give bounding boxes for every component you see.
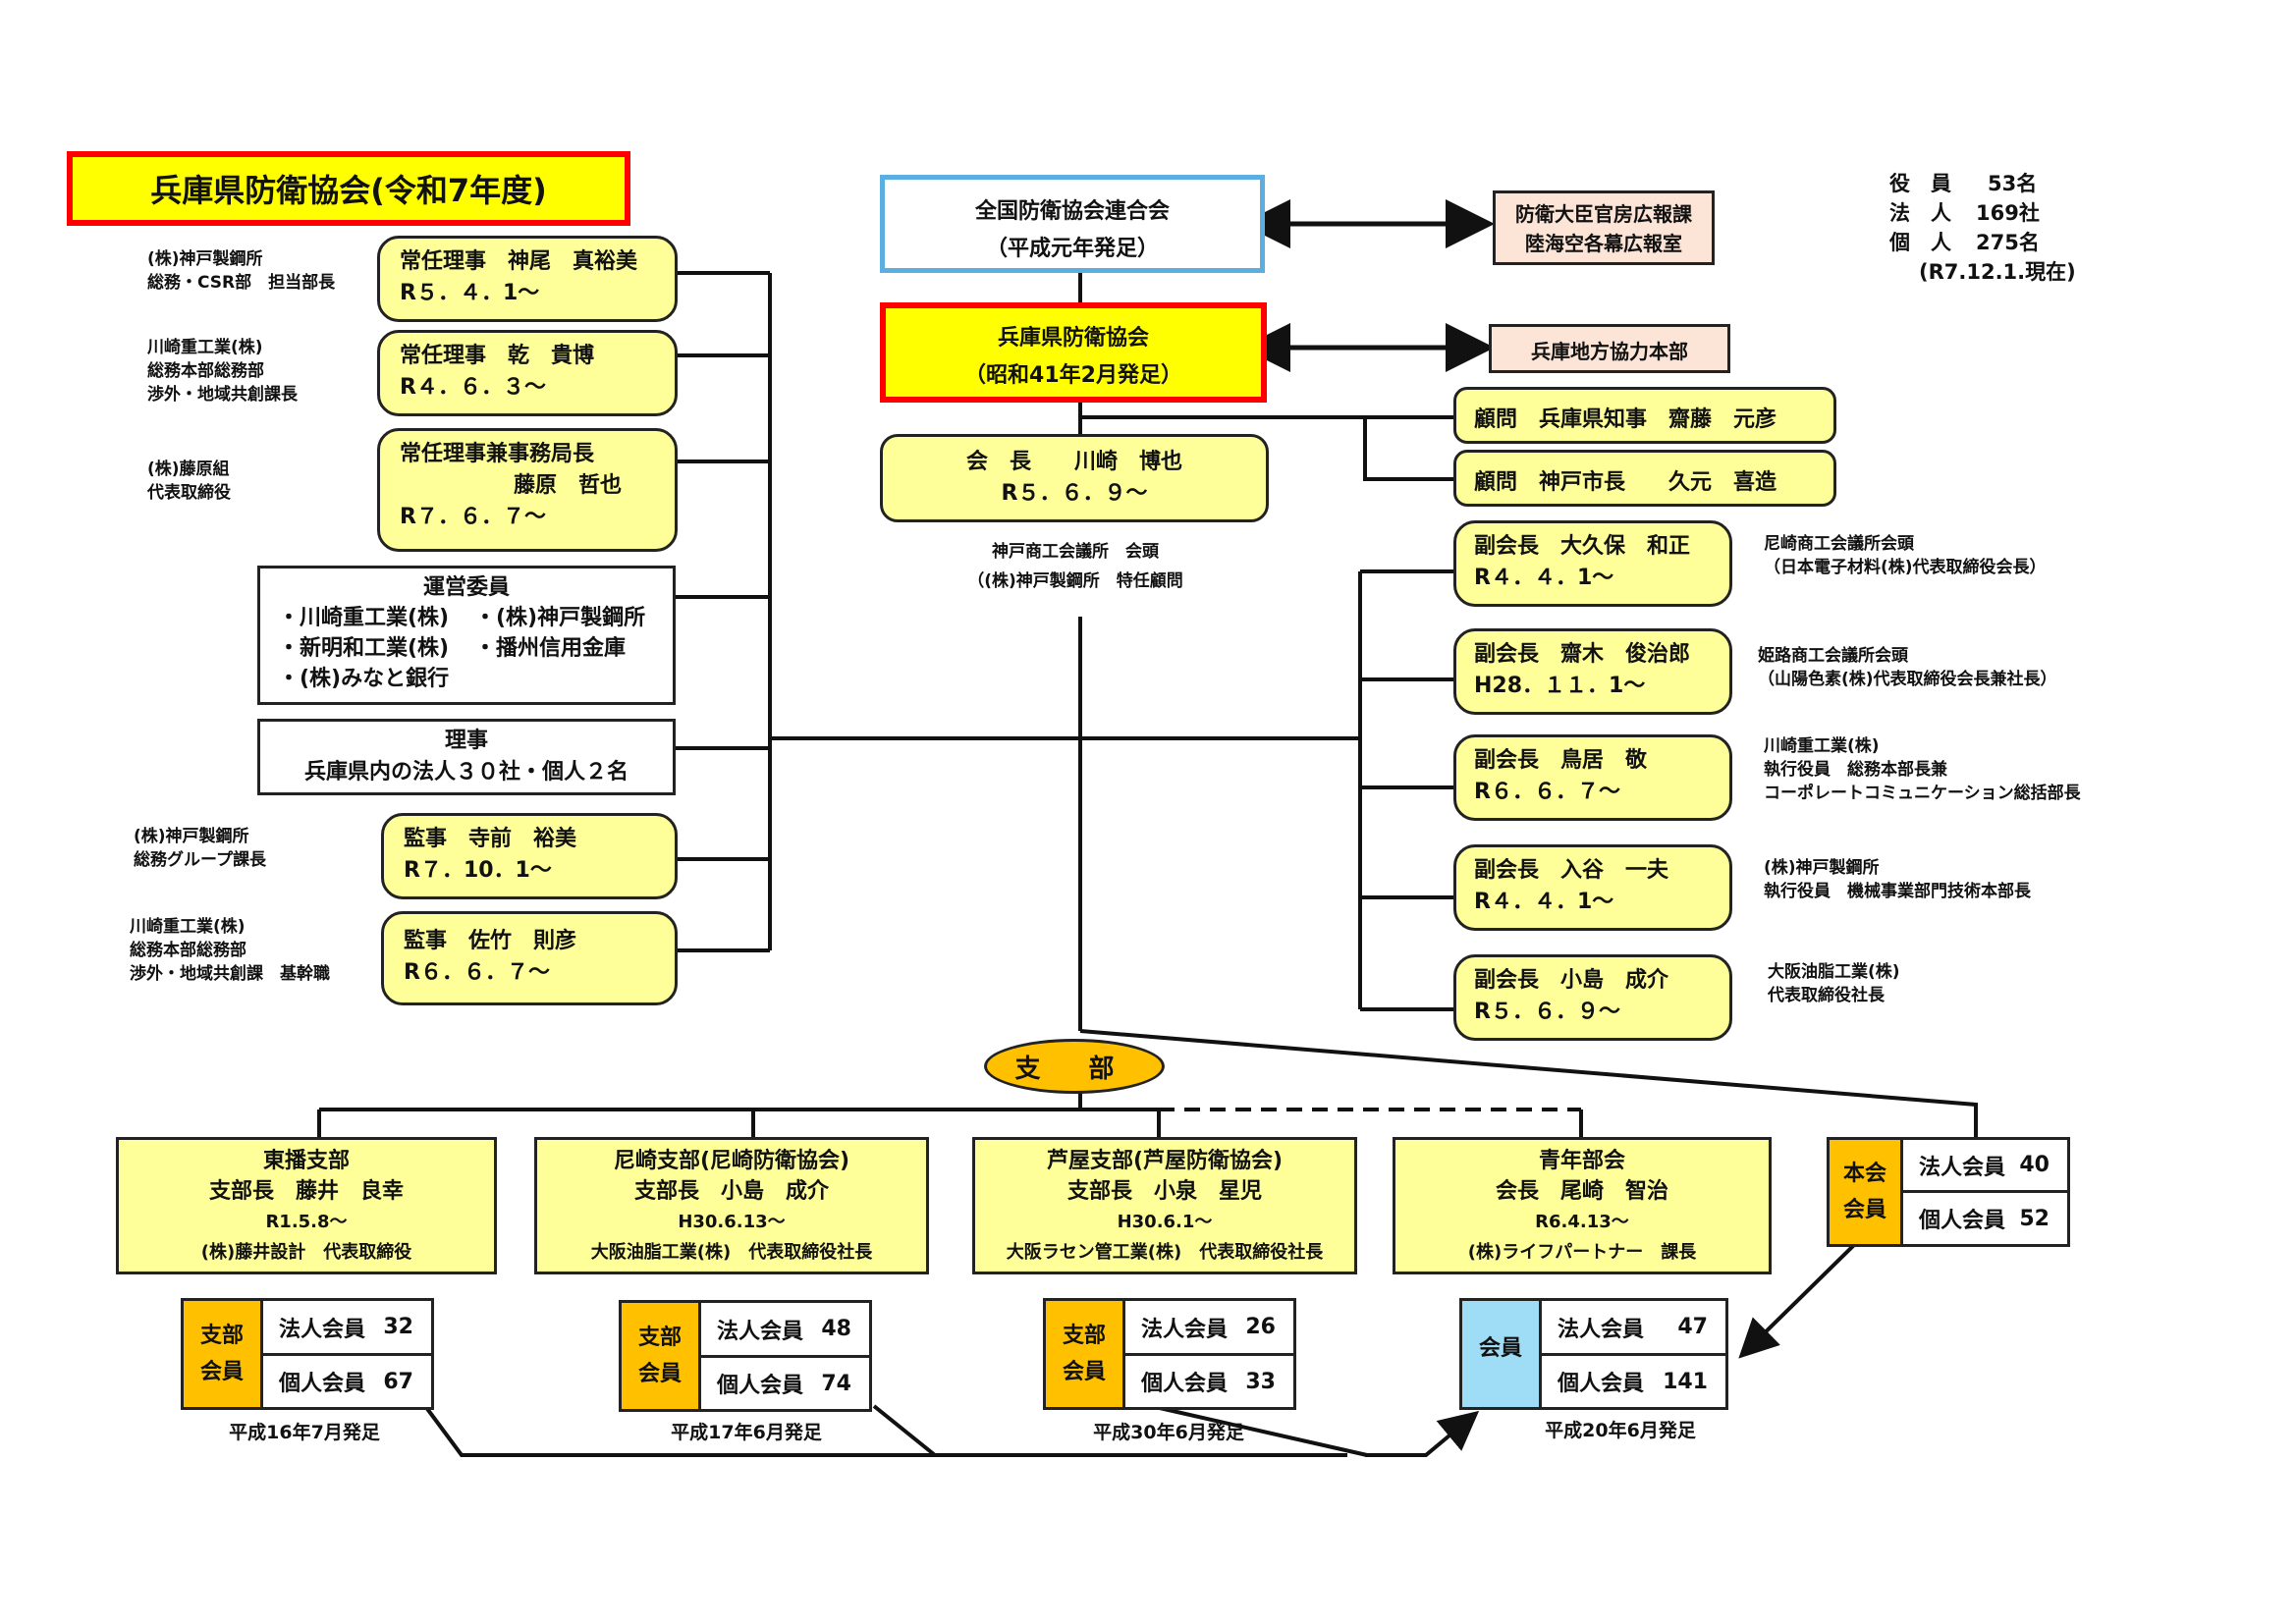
youth-division-box: 青年部会会長 尾崎 智治 R6.4.13～(株)ライフパートナー 課長: [1393, 1137, 1772, 1274]
national-name: 全国防衛協会連合会: [974, 199, 1170, 224]
branch-box: 芦屋支部(芦屋防衛協会)支部長 小泉 星児 H30.6.1～大阪ラセン管工業(株…: [972, 1137, 1357, 1274]
arrow-branches-to-youth: [1365, 1410, 1480, 1457]
steering-committee-box: 運営委員 ・川崎重工業(株)・(株)神戸製鋼所 ・新明和工業(株)・播州信用金庫…: [257, 566, 676, 705]
president-note-1: 神戸商工会議所 会頭: [992, 542, 1159, 562]
national-founded: （平成元年発足）: [985, 237, 1159, 261]
arrow-main-to-youth: [1738, 1243, 1856, 1359]
steering-row: ・(株)みなと銀行: [278, 667, 450, 691]
president-since: R５．６．９～: [1001, 481, 1148, 506]
branch-hub: 支 部: [984, 1039, 1165, 1094]
hyogo-pco-box: 兵庫地方協力本部: [1489, 324, 1730, 373]
prefecture-name: 兵庫県防衛協会: [997, 326, 1149, 351]
vice-president-note: 姫路商工会議所会頭（山陽色素(株)代表取締役会長兼社長）: [1758, 646, 2057, 689]
directors-text: 兵庫県内の法人３０社・個人２名: [303, 760, 629, 785]
steering-title: 運営委員: [422, 575, 510, 600]
prefecture-association-box: 兵庫県防衛協会 （昭和41年2月発足）: [880, 302, 1267, 403]
vice-president-note: 川崎重工業(株)執行役員 総務本部長兼コーポレートコミュニケーション総括部長: [1764, 736, 2081, 803]
secretary-general-box: 常任理事兼事務局長 藤原 哲也 R７．６．７～: [377, 428, 678, 552]
directors-title: 理事: [444, 729, 488, 753]
main-members-label: 本会会員: [1827, 1137, 1903, 1247]
advisor-box: 顧問 兵庫県知事 齋藤 元彦: [1453, 387, 1836, 444]
youth-founded: 平成20年6月発足: [1545, 1420, 1696, 1441]
vice-president-note: (株)神戸製鋼所執行役員 機械事業部門技術本部長: [1764, 858, 2031, 901]
branch-box: 東播支部支部長 藤井 良幸 R1.5.8～(株)藤井設計 代表取締役: [116, 1137, 497, 1274]
officer-note: (株)藤原組代表取締役: [147, 460, 231, 503]
mod-pr-box: 防衛大臣官房広報課 陸海空各幕広報室: [1493, 190, 1715, 265]
branch-founded: 平成16年7月発足: [229, 1422, 380, 1443]
vice-president-note: 尼崎商工会議所会頭（日本電子材料(株)代表取締役会長）: [1764, 534, 2047, 577]
steering-row: ・川崎重工業(株)・(株)神戸製鋼所: [278, 606, 646, 630]
branch-founded: 平成17年6月発足: [671, 1422, 822, 1443]
advisor-box: 顧問 神戸市長 久元 喜造: [1453, 450, 1836, 507]
officer-note: 川崎重工業(株)総務本部総務部渉外・地域共創課長: [147, 338, 298, 405]
page-title: 兵庫県防衛協会(令和7年度): [150, 172, 547, 209]
page-title-box: 兵庫県防衛協会(令和7年度): [67, 151, 630, 226]
vice-president-note: 大阪油脂工業(株)代表取締役社長: [1768, 962, 1900, 1005]
auditor-note: 川崎重工業(株)総務本部総務部渉外・地域共創課 基幹職: [130, 917, 330, 984]
branch-box: 尼崎支部(尼崎防衛協会)支部長 小島 成介 H30.6.13～大阪油脂工業(株)…: [534, 1137, 929, 1274]
branch-founded: 平成30年6月発足: [1093, 1422, 1244, 1443]
national-federation-box: 全国防衛協会連合会 （平成元年発足）: [880, 175, 1265, 273]
auditor-note: (株)神戸製鋼所総務グループ課長: [134, 827, 266, 870]
president-note-2: （(株)神戸製鋼所 特任顧問: [967, 571, 1183, 591]
officer-note: (株)神戸製鋼所総務・CSR部 担当部長: [147, 249, 336, 293]
summary-as-of: (R7.12.1.現在): [1919, 260, 2076, 284]
prefecture-founded: （昭和41年2月発足）: [964, 363, 1182, 388]
president-box: 会 長 川崎 博也 R５．６．９～: [880, 434, 1269, 522]
president-name: 会 長 川崎 博也: [965, 450, 1182, 474]
directors-box: 理事 兵庫県内の法人３０社・個人２名: [257, 719, 676, 795]
steering-row: ・新明和工業(株)・播州信用金庫: [278, 636, 627, 661]
